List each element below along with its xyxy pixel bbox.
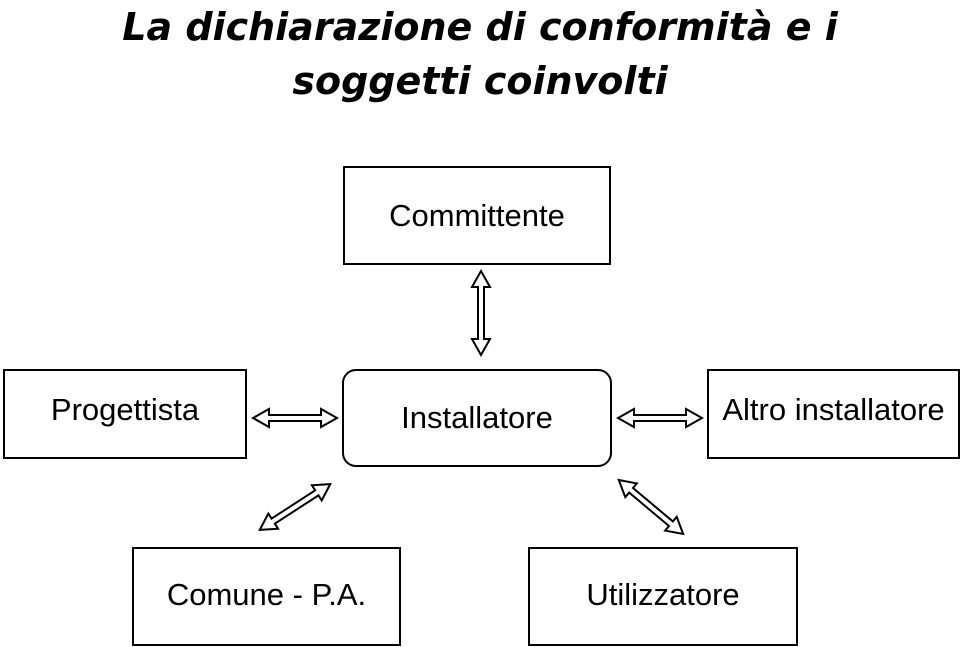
node-committente: Committente [343,166,611,265]
node-utilizzatore: Utilizzatore [528,547,798,646]
node-comune: Comune - P.A. [132,547,401,646]
title-line-1: La dichiarazione di conformità e i [122,5,838,49]
page-title: La dichiarazione di conformità e i sogge… [0,0,960,108]
node-committente-label: Committente [389,197,565,233]
arrow-progettista-installatore [250,407,340,429]
node-progettista-label: Progettista [50,392,200,427]
node-installatore-label: Installatore [401,400,553,435]
node-installatore: Installatore [342,369,612,467]
node-utilizzatore-label: Utilizzatore [586,576,740,612]
arrow-installatore-comune [258,483,332,531]
node-altro-installatore-label: Altro installatore [722,392,945,427]
arrow-installatore-altro [615,407,705,429]
arrow-installatore-utilizzatore [617,478,685,536]
title-line-2: soggetti coinvolti [292,59,668,103]
arrow-committente-installatore [470,268,492,358]
node-progettista: Progettista [3,369,247,459]
node-comune-label: Comune - P.A. [166,576,367,612]
node-altro-installatore: Altro installatore [707,369,960,459]
